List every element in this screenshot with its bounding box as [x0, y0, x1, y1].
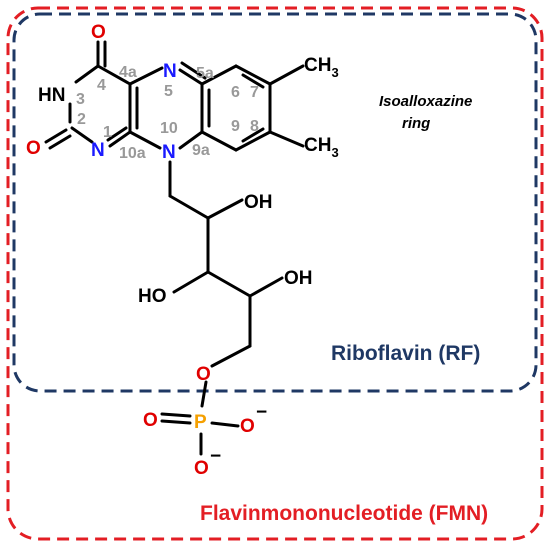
- num-3: 3: [76, 91, 85, 108]
- atom-hn: HN: [38, 85, 65, 106]
- num-4a: 4a: [119, 64, 137, 81]
- num-5a: 5a: [196, 65, 214, 82]
- ring-label-line1: Isoalloxazine: [379, 93, 472, 110]
- bonds: [44, 40, 305, 456]
- num-10: 10: [160, 120, 178, 137]
- hydroxyl-1: OH: [244, 192, 273, 213]
- riboflavin-box: [12, 12, 538, 393]
- hydroxyl-3: OH: [284, 268, 313, 289]
- atom-n10: N: [162, 142, 176, 163]
- fmn-box: [6, 6, 544, 541]
- ring-numbering: 4 4a 3 2 1 10a 10 5 5a 6 7 9 8 9a: [76, 64, 259, 162]
- atom-o-link: O: [196, 364, 211, 385]
- num-2: 2: [77, 111, 86, 128]
- hydroxyl-2: HO: [138, 286, 167, 307]
- atom-o-top: O: [91, 22, 106, 43]
- num-9: 9: [231, 118, 240, 135]
- num-8: 8: [250, 118, 259, 135]
- atom-n5: N: [163, 61, 177, 82]
- atom-phosphorus: P: [194, 412, 207, 433]
- num-7: 7: [250, 84, 259, 101]
- num-4: 4: [97, 77, 106, 94]
- methyl-top: CH3: [304, 55, 339, 80]
- minus-bottom: −: [210, 446, 221, 467]
- num-10a: 10a: [119, 145, 146, 162]
- atom-o-p-bottom: O: [194, 458, 209, 479]
- atom-n1: N: [91, 140, 105, 161]
- num-9a: 9a: [192, 142, 210, 159]
- atom-o-left: O: [26, 138, 41, 159]
- atom-labels: O HN O N N N CH3 CH3 OH HO OH O P O O − …: [26, 22, 339, 479]
- atom-o-p-left: O: [143, 410, 158, 431]
- riboflavin-label: Riboflavin (RF): [331, 342, 480, 365]
- num-6: 6: [231, 84, 240, 101]
- fmn-label: Flavinmononucleotide (FMN): [200, 502, 488, 525]
- methyl-bottom: CH3: [304, 135, 339, 160]
- atom-o-p-right: O: [240, 416, 255, 437]
- ring-label-line2: ring: [402, 115, 430, 132]
- minus-right: −: [256, 402, 267, 423]
- num-1: 1: [103, 124, 112, 141]
- num-5: 5: [164, 83, 173, 100]
